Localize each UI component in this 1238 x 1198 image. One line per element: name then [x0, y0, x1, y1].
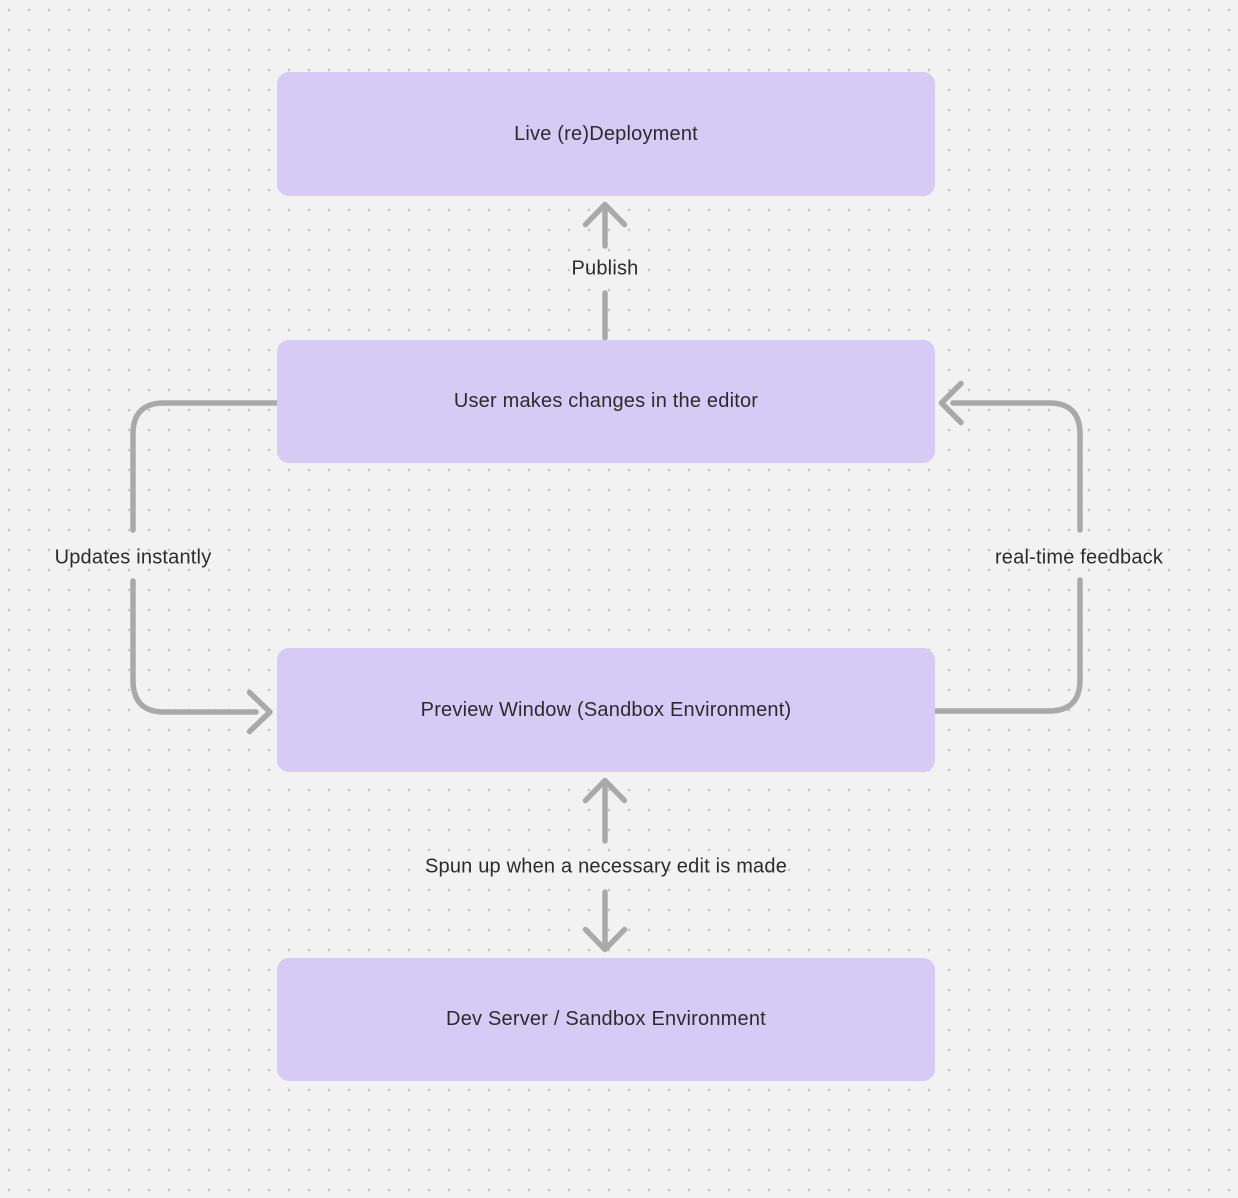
edge-label-updates-instantly: Updates instantly — [54, 546, 212, 569]
node-label: Live (re)Deployment — [514, 122, 698, 145]
node-preview-window[interactable]: Preview Window (Sandbox Environment) — [277, 648, 935, 772]
node-live-deployment[interactable]: Live (re)Deployment — [277, 72, 935, 196]
arrowhead-right-icon — [246, 689, 273, 735]
node-label: User makes changes in the editor — [453, 390, 759, 412]
arrowhead-up-icon — [582, 201, 628, 228]
arrowhead-left-icon — [938, 380, 964, 426]
arrowhead-up-icon — [582, 777, 628, 804]
arrowhead-down-icon — [582, 926, 628, 953]
node-label: Preview Window (Sandbox Environment) — [420, 698, 792, 721]
node-editor[interactable]: User makes changes in the editor — [277, 340, 935, 463]
node-dev-server[interactable]: Dev Server / Sandbox Environment — [277, 958, 935, 1081]
edge-label-spun-up: Spun up when a necessary edit is made — [424, 855, 788, 878]
edge-label-publish: Publish — [571, 257, 639, 280]
edge-label-realtime-feedback: real-time feedback — [994, 546, 1164, 569]
node-label: Dev Server / Sandbox Environment — [446, 1008, 766, 1030]
